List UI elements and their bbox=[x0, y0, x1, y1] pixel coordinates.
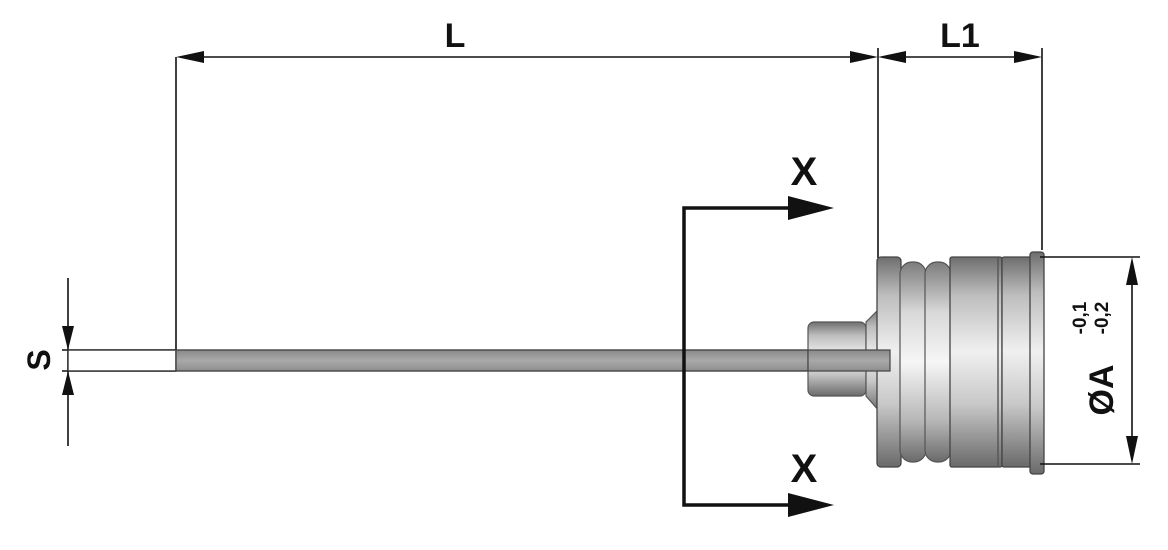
section-arrow-top-icon bbox=[788, 196, 834, 220]
hub-assembly bbox=[807, 251, 1045, 475]
rod-body bbox=[175, 349, 891, 372]
end-cap bbox=[1001, 256, 1033, 468]
tolerance-lower: -0,2 bbox=[1092, 302, 1113, 335]
rod-tip bbox=[67, 349, 177, 372]
arrowhead-a-top-icon bbox=[1126, 257, 1138, 285]
section-arrow-bottom-icon bbox=[788, 493, 834, 517]
section-line-x: X X bbox=[682, 150, 834, 517]
arrowhead-s-top-icon bbox=[62, 326, 74, 350]
label-l1: L1 bbox=[940, 17, 980, 55]
label-l: L bbox=[445, 17, 466, 55]
arrowhead-left-icon bbox=[176, 51, 204, 63]
rod bbox=[67, 349, 891, 372]
arrowhead-l1-right-icon bbox=[1014, 51, 1042, 63]
label-section-bottom: X bbox=[791, 447, 818, 491]
arrowhead-a-bottom-icon bbox=[1126, 436, 1138, 464]
tolerance-upper: -0,1 bbox=[1070, 301, 1091, 334]
label-section-top: X bbox=[791, 150, 818, 194]
o-ring-1 bbox=[899, 261, 927, 463]
arrowhead-l1-left-icon bbox=[878, 51, 906, 63]
label-s: S bbox=[21, 349, 57, 370]
dimension-diameter-a: ØA -0,1 -0,2 bbox=[1040, 256, 1140, 465]
end-lip bbox=[1029, 251, 1045, 475]
section-cut-line bbox=[682, 206, 794, 507]
dimension-l1: L1 bbox=[878, 17, 1043, 250]
arrowhead-s-bottom-icon bbox=[62, 371, 74, 395]
o-ring-2 bbox=[924, 261, 952, 463]
rod-insert bbox=[807, 349, 891, 372]
label-diameter-a: ØA bbox=[1083, 365, 1121, 416]
arrowhead-right-icon bbox=[850, 51, 878, 63]
dimension-l: L bbox=[175, 17, 879, 350]
body-cylinder bbox=[949, 256, 1003, 468]
